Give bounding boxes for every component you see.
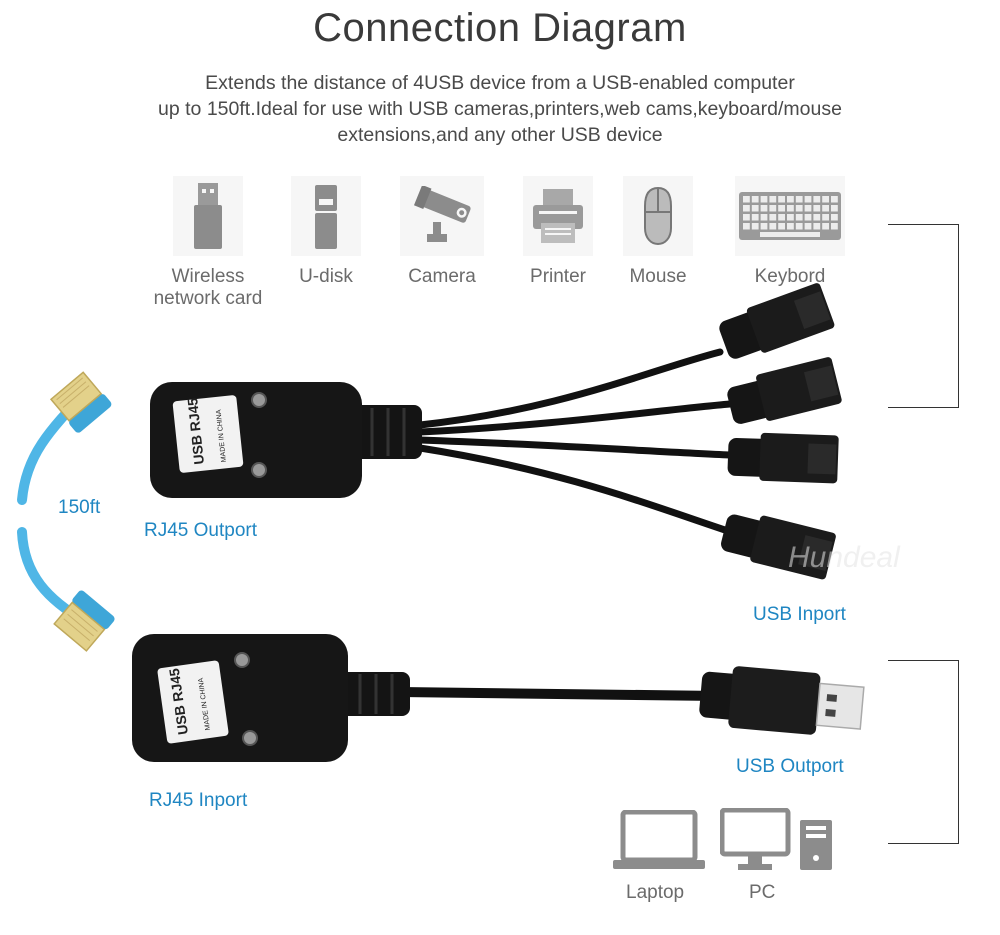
device-label-line-2: network card [153,288,263,309]
usb-dongle-icon [173,176,243,256]
subtitle-line-3: extensions,and any other USB device [337,124,663,146]
subtitle: Extends the distance of 4USB device from… [130,70,870,148]
keyboard-icon [735,176,845,256]
device-label: Printer [530,266,586,287]
usb-female-ports [719,283,842,580]
laptop-icon [613,810,705,872]
cable-length-label: 150ft [58,497,101,518]
security-camera-icon [400,176,484,256]
device-mouse: Mouse [618,176,698,288]
hub-cables [416,348,734,534]
device-label: Wireless [171,266,245,287]
transmitter-model-text: USB RJ45 [184,397,207,465]
mouse-icon [623,176,693,256]
subtitle-line-2: up to 150ft.Ideal for use with USB camer… [158,98,842,120]
watermark: Hundeal [788,541,901,574]
device-label: Keybord [754,266,826,287]
rj45-plug-bottom [53,590,115,652]
hub-strain-relief [350,405,422,459]
rj45-inport-label: RJ45 Inport [149,790,248,811]
device-printer: Printer [518,176,598,288]
device-keyboard: Keybord [735,176,845,288]
device-label: Camera [408,266,476,287]
laptop-label: Laptop [626,882,685,903]
computer-group-bracket [888,660,959,844]
usb-flash-drive-icon [291,176,361,256]
subtitle-line-1: Extends the distance of 4USB device from… [205,72,795,94]
receiver-cable [340,672,721,716]
device-group-bracket [888,224,959,408]
device-camera: Camera [400,176,484,288]
page-title: Connection Diagram [313,6,687,50]
device-wireless-network-card: Wireless network card [154,176,262,310]
desktop-pc-icon [720,808,836,872]
pc-label: PC [749,882,776,903]
receiver-box [132,634,348,762]
transmitter-box [150,382,362,498]
device-label: U-disk [299,266,353,287]
device-u-disk: U-disk [286,176,366,288]
printer-icon [523,176,593,256]
device-label: Mouse [629,266,687,287]
rj45-outport-label: RJ45 Outport [144,520,257,541]
usb-outport-label: USB Outport [736,756,844,777]
rj45-plug-top [49,371,112,433]
usb-male-plug [699,666,865,735]
usb-inport-label: USB Inport [753,604,846,625]
